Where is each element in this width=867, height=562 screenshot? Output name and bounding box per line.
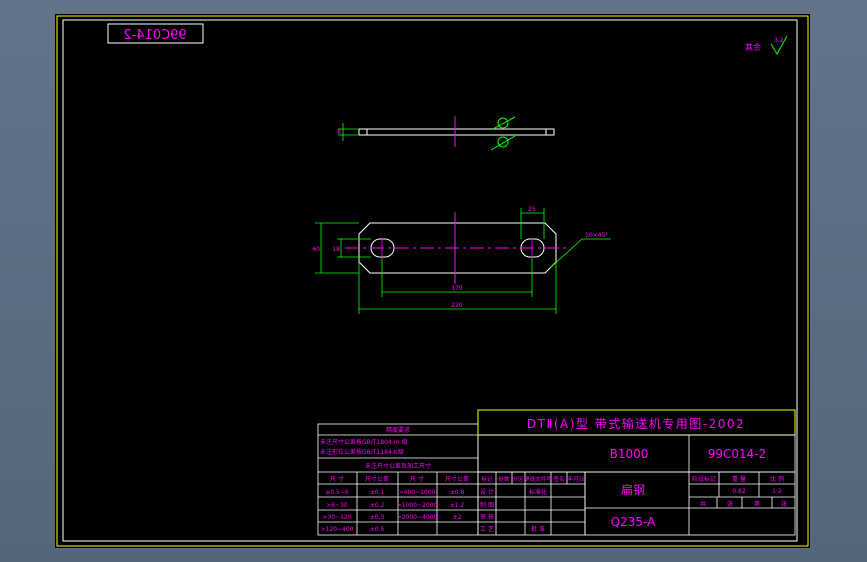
spec-text: B1000 bbox=[610, 447, 649, 461]
scale-value: 1:2 bbox=[772, 488, 782, 495]
rev-header: 分区 bbox=[512, 475, 524, 483]
rev-header: 年月日 bbox=[568, 475, 585, 483]
revision-roles: 设 计 制 图 审 核 工 艺 批 准 标准化 bbox=[480, 488, 547, 533]
rev-role: 工 艺 bbox=[480, 525, 494, 533]
tolerance-note-2: 未注形位公差按GB/T1184-K级 bbox=[320, 448, 404, 456]
material-text: Q235-A bbox=[611, 515, 656, 529]
table-row: ±1.2 bbox=[450, 502, 465, 509]
table-row: >6~30 bbox=[326, 502, 348, 509]
tolerance-col-1: 尺 寸 bbox=[330, 475, 344, 483]
rev-role: 批 准 bbox=[531, 525, 545, 533]
tolerance-col-3: 尺 寸 bbox=[410, 475, 424, 483]
dim-height: 60 bbox=[312, 246, 320, 253]
drawing-sheet[interactable]: 99C014-2 其余 3.2 8 60 bbox=[55, 14, 810, 548]
plate-outline bbox=[358, 222, 557, 274]
stage-header: 比 例 bbox=[770, 475, 784, 483]
tolerance-header: 精度要求 bbox=[386, 426, 410, 434]
title-text: DTⅡ(A)型 带式输送机专用图-2002 bbox=[527, 416, 745, 431]
sheet-label: 张 bbox=[781, 500, 787, 508]
title-block-frame bbox=[477, 409, 796, 536]
rev-header: 处数 bbox=[498, 475, 510, 483]
inner-border bbox=[62, 19, 798, 542]
rev-role: 设 计 bbox=[480, 488, 494, 496]
revision-headers: 标记 处数 分区 更改文件号 签名 年月日 bbox=[481, 475, 584, 483]
stage-header: 阶段标记 bbox=[692, 475, 716, 483]
mirrored-code: 99C014-2 bbox=[123, 28, 186, 43]
table-row: ±0.1 bbox=[370, 489, 385, 496]
dim-hole-pitch: 170 bbox=[451, 285, 463, 292]
sheet-label: 第 bbox=[754, 500, 760, 508]
table-row: ≥0.5~6 bbox=[325, 489, 349, 496]
stage-headers: 阶段标记 重 量 比 例 bbox=[692, 475, 784, 483]
drawing-number: 99C014-2 bbox=[708, 447, 767, 461]
rev-header: 更改文件号 bbox=[524, 475, 552, 483]
rev-header: 标记 bbox=[481, 475, 493, 483]
table-row: >1000~2000 bbox=[397, 502, 438, 509]
weight-value: 0.82 bbox=[732, 488, 746, 495]
front-view: 60 18 25 10×45° 170 220 bbox=[312, 206, 611, 314]
tolerance-note-1: 未注尺寸公差按GB/T1804-m 级 bbox=[320, 438, 408, 446]
table-row: ±0.2 bbox=[370, 502, 385, 509]
stage-header: 重 量 bbox=[732, 475, 746, 483]
dim-thickness: 8 bbox=[337, 129, 341, 136]
dim-slot-length: 25 bbox=[528, 206, 536, 213]
table-row: ±0.3 bbox=[370, 514, 385, 521]
mirrored-code-box: 99C014-2 bbox=[107, 23, 204, 44]
dim-chamfer: 10×45° bbox=[585, 232, 608, 239]
tolerance-rows: ≥0.5~6 ±0.1 >400~1000 ±0.8 >6~30 ±0.2 >1… bbox=[321, 489, 465, 533]
surface-finish-icon bbox=[770, 35, 788, 55]
table-row: ±0.8 bbox=[450, 489, 465, 496]
table-row: >2000~4000 bbox=[397, 514, 438, 521]
rev-role: 制 图 bbox=[480, 501, 494, 509]
rev-extra: 标准化 bbox=[529, 488, 547, 496]
surface-finish-value: 3.2 bbox=[774, 37, 784, 44]
drawing-canvas: 99C014-2 其余 3.2 8 60 bbox=[56, 15, 809, 547]
sheet-labels: 共 张 第 张 bbox=[700, 500, 787, 508]
sheet-label: 共 bbox=[700, 500, 706, 508]
table-row: ±0.5 bbox=[370, 526, 385, 533]
outer-border bbox=[56, 15, 809, 547]
surface-finish: 其余 3.2 bbox=[745, 35, 788, 55]
tolerance-col-2: 尺寸公差 bbox=[365, 475, 389, 483]
table-row: >120~400 bbox=[321, 526, 354, 533]
table-row: >400~1000 bbox=[399, 489, 436, 496]
tolerance-columns: 尺 寸 尺寸公差 尺 寸 尺寸公差 bbox=[330, 475, 469, 483]
rev-header: 签名 bbox=[553, 475, 564, 483]
surface-finish-label: 其余 bbox=[745, 42, 761, 52]
tolerance-subheader: 未注尺寸公差及加工尺寸 bbox=[365, 462, 431, 470]
sheet-label: 张 bbox=[727, 500, 733, 508]
tolerance-col-4: 尺寸公差 bbox=[445, 475, 469, 483]
top-view: 8 bbox=[337, 116, 555, 151]
table-row: >30~120 bbox=[322, 514, 351, 521]
dim-overall-length: 220 bbox=[451, 302, 463, 309]
part-name: 扁钢 bbox=[621, 483, 645, 497]
dim-slot-width: 18 bbox=[332, 246, 340, 253]
table-row: ±2 bbox=[453, 514, 462, 521]
rev-role: 审 核 bbox=[480, 513, 494, 521]
